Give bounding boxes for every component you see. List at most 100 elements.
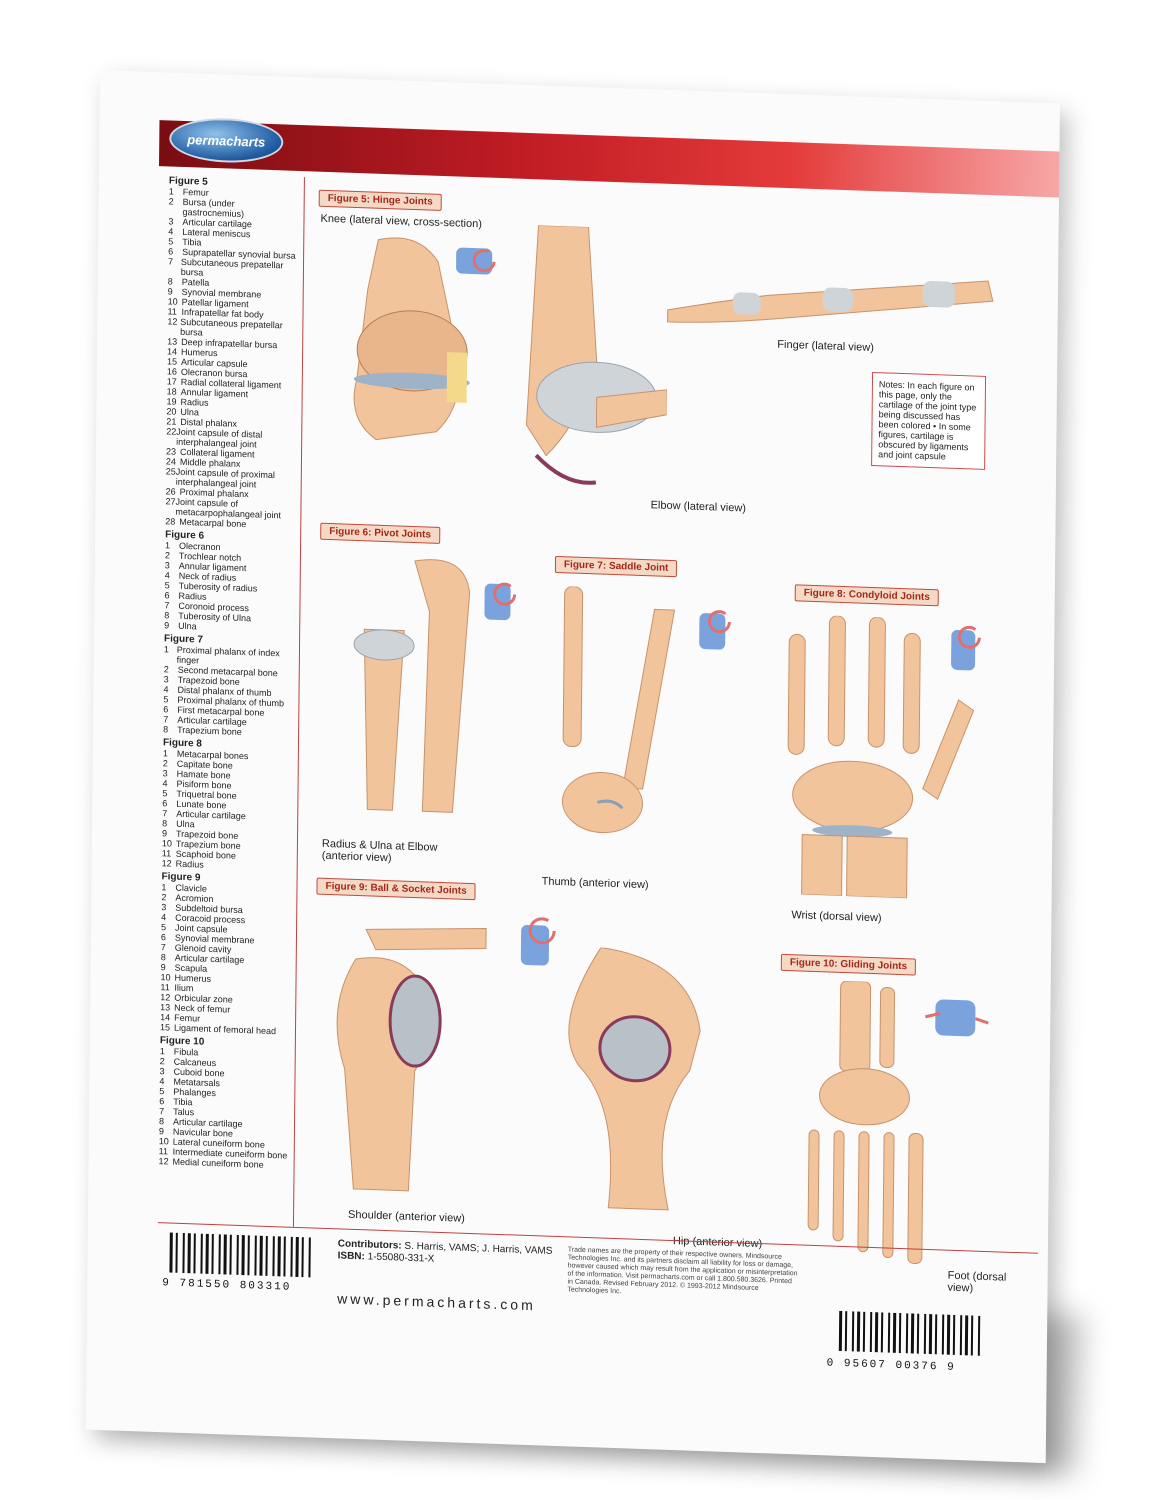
legend-item-number: 6 xyxy=(163,704,169,715)
legend-item-number: 10 xyxy=(160,972,171,983)
legend-item-number: 3 xyxy=(159,1066,165,1077)
legend-item-number: 20 xyxy=(166,406,177,417)
finger-caption: Finger (lateral view) xyxy=(777,338,874,355)
contributors-label: Contributors: xyxy=(337,1238,402,1252)
shoulder-caption: Shoulder (anterior view) xyxy=(348,1208,465,1225)
barcode-bar xyxy=(187,1233,191,1274)
legend-item-number: 7 xyxy=(159,1106,165,1117)
legend-item-label: Tibia xyxy=(173,1096,193,1108)
logo-text: permacharts xyxy=(187,131,266,150)
legend-item-number: 13 xyxy=(167,336,178,347)
fine-print: Trade names are the property of their re… xyxy=(567,1246,798,1296)
legend-item-number: 5 xyxy=(163,694,169,705)
barcode-bar xyxy=(934,1314,938,1355)
foot-caption: Foot (dorsal view) xyxy=(947,1269,1007,1295)
legend-item-number: 4 xyxy=(161,912,167,923)
legend-item-number: 1 xyxy=(164,540,171,551)
legend-item-number: 5 xyxy=(159,1086,165,1097)
thumb-caption: Thumb (anterior view) xyxy=(541,875,649,892)
legend-item-number: 7 xyxy=(162,808,168,819)
legend-item-number: 24 xyxy=(165,456,176,467)
barcode-bar xyxy=(844,1311,848,1352)
barcode-bar xyxy=(175,1232,178,1273)
barcode-bar xyxy=(923,1313,927,1354)
gliding-icon xyxy=(924,999,989,1037)
legend-item-number: 8 xyxy=(162,818,168,829)
legend-item-number: 10 xyxy=(161,838,172,849)
legend-item-number: 3 xyxy=(164,560,170,571)
legend-item-number: 8 xyxy=(164,610,170,621)
barcode-bar xyxy=(265,1235,268,1276)
ball-socket-icon-1 xyxy=(520,917,556,966)
barcode-bar xyxy=(851,1311,855,1352)
legend-item-number: 2 xyxy=(159,1056,165,1067)
legend-item-number: 6 xyxy=(160,932,167,943)
legend-item-label: Ulna xyxy=(180,406,200,418)
legend-item-number: 16 xyxy=(166,366,177,377)
legend-item-number: 5 xyxy=(162,788,168,799)
notes-box: Notes: In each figure on this page, only… xyxy=(871,371,987,470)
barcode-bar xyxy=(229,1234,232,1275)
legend-item-number: 3 xyxy=(163,674,169,685)
barcode-bar xyxy=(946,1314,951,1355)
legend-item-number: 4 xyxy=(162,778,168,789)
legend-item-number: 9 xyxy=(167,286,173,297)
legend-item-number: 22 xyxy=(166,426,177,437)
figure-5-title: Figure 5: Hinge Joints xyxy=(318,189,442,211)
legend-item-number: 1 xyxy=(162,748,168,759)
website-link[interactable]: www.permacharts.com xyxy=(337,1290,536,1314)
barcode-bar xyxy=(290,1236,293,1277)
figure-9-title: Figure 9: Ball & Socket Joints xyxy=(316,877,476,901)
knee-illustration xyxy=(353,237,470,441)
shoulder-illustration xyxy=(336,928,487,1192)
legend-item-number: 3 xyxy=(162,768,168,779)
legend-item-number: 8 xyxy=(158,1116,165,1127)
legend-item-number: 1 xyxy=(159,1046,165,1057)
barcode-bar xyxy=(898,1312,902,1354)
barcode-bar xyxy=(970,1315,974,1356)
isbn-value: 1-55080-331-X xyxy=(367,1251,435,1265)
barcode-bar xyxy=(241,1235,245,1276)
elbow-caption: Elbow (lateral view) xyxy=(650,499,747,515)
legend-item-number: 12 xyxy=(167,316,178,327)
barcode-bar xyxy=(880,1312,884,1353)
legend-item-number: 18 xyxy=(166,386,177,397)
legend-item-number: 11 xyxy=(160,982,170,993)
legend-item-number: 7 xyxy=(163,714,169,725)
elbow-illustration xyxy=(525,224,668,485)
barcode-bar xyxy=(874,1312,879,1353)
barcode-bar xyxy=(869,1311,873,1353)
legend-item-number: 26 xyxy=(165,486,176,497)
legend-item-number: 7 xyxy=(167,256,174,267)
legend-item-number: 2 xyxy=(163,664,169,675)
legend-item-number: 6 xyxy=(168,246,174,257)
legend-item-number: 4 xyxy=(163,684,169,695)
figure-8-title: Figure 8: Condyloid Joints xyxy=(794,584,939,607)
legend-item-number: 10 xyxy=(167,296,178,307)
legend-item-label: Ulna xyxy=(178,620,197,632)
barcode-bar xyxy=(952,1314,956,1355)
legend-item-number: 3 xyxy=(161,902,167,913)
barcode-bar xyxy=(301,1237,304,1278)
barcode-bar xyxy=(259,1235,263,1276)
legend-item-number: 23 xyxy=(165,446,177,457)
legend-item-number: 13 xyxy=(160,1002,171,1013)
barcode-bar xyxy=(887,1312,891,1353)
barcode-bar xyxy=(916,1313,920,1354)
legend-item-label: Tibia xyxy=(182,236,202,248)
barcode-bar xyxy=(236,1234,239,1275)
barcode-bar xyxy=(964,1315,969,1356)
legend-item-number: 15 xyxy=(159,1022,171,1033)
condyloid-icon xyxy=(951,625,981,671)
figure-7-title: Figure 7: Saddle Joint xyxy=(554,555,678,578)
legend-item-number: 7 xyxy=(160,942,166,953)
hinge-icon xyxy=(456,247,496,275)
legend-item-number: 17 xyxy=(166,376,177,387)
saddle-icon xyxy=(699,610,731,650)
legend-item-number: 2 xyxy=(162,758,168,769)
legend-item-label: Metacarpal bone xyxy=(179,516,247,530)
barcode-bar xyxy=(211,1233,214,1275)
legend-item-number: 14 xyxy=(167,346,178,357)
